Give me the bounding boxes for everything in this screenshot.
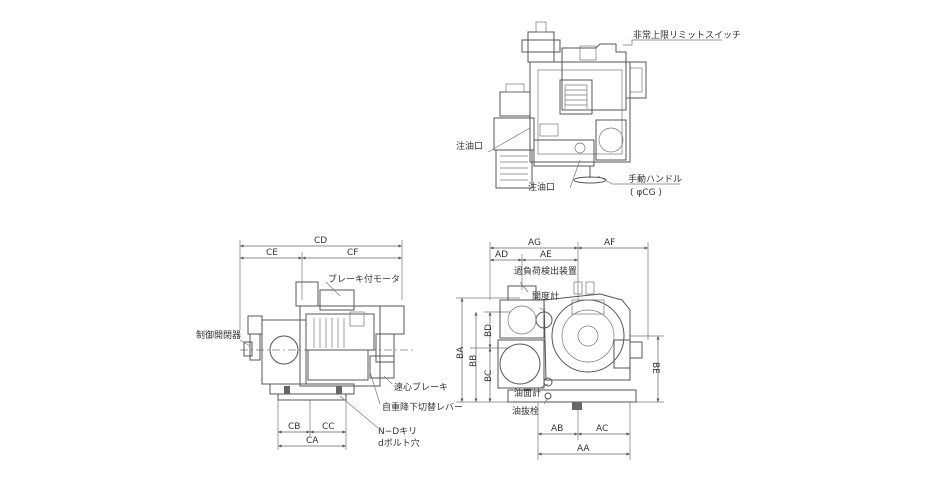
top-view — [487, 21, 722, 189]
centrifugal-brake-label: 遠心ブレーキ — [394, 381, 448, 393]
dim-ad: AD — [495, 250, 508, 260]
oil-drain-label: 油抜栓 — [512, 405, 539, 417]
dim-cf: CF — [347, 248, 358, 258]
bolt-holes-label-2: dボルト穴 — [378, 437, 420, 449]
dim-bd: BD — [484, 324, 494, 337]
opening-meter-label: 開度計 — [532, 290, 559, 302]
dim-bb: BB — [469, 355, 479, 367]
dim-ab: AB — [551, 424, 563, 434]
bolt-holes-label-1: N−Dキリ — [378, 427, 417, 437]
oil-inlet-label-1: 注油口 — [456, 140, 483, 152]
dim-cc: CC — [322, 422, 335, 432]
dim-ag: AG — [528, 238, 541, 248]
dim-ca: CA — [306, 436, 319, 446]
dim-ae: AE — [540, 250, 552, 260]
side-view — [239, 240, 416, 450]
manual-handle-label: 手動ハンドル — [628, 173, 682, 185]
control-switch-label: 制御開閉器 — [196, 329, 241, 341]
dim-be: BE — [650, 362, 660, 374]
dim-ac: AC — [596, 424, 608, 434]
manual-handle-diameter-label: ( φCG ) — [630, 188, 662, 198]
dim-ce: CE — [266, 248, 278, 258]
dim-cb: CB — [288, 422, 300, 432]
weight-lowering-lever-label: 自重降下切替レバー — [382, 401, 463, 413]
dim-aa: AA — [577, 444, 590, 454]
overload-detector-label: 過負荷検出装置 — [514, 265, 577, 277]
dim-ba: BA — [456, 346, 466, 359]
dim-cd: CD — [314, 236, 327, 246]
dim-af: AF — [604, 238, 615, 248]
oil-inlet-label-2: 注油口 — [528, 181, 555, 193]
brake-motor-label: ブレーキ付モータ — [328, 273, 400, 285]
front-view — [456, 242, 664, 460]
oil-gauge-label: 油面計 — [514, 387, 541, 399]
emergency-limit-switch-label: 非常上限リミットスイッチ — [633, 29, 741, 41]
dim-bc: BC — [484, 370, 494, 382]
